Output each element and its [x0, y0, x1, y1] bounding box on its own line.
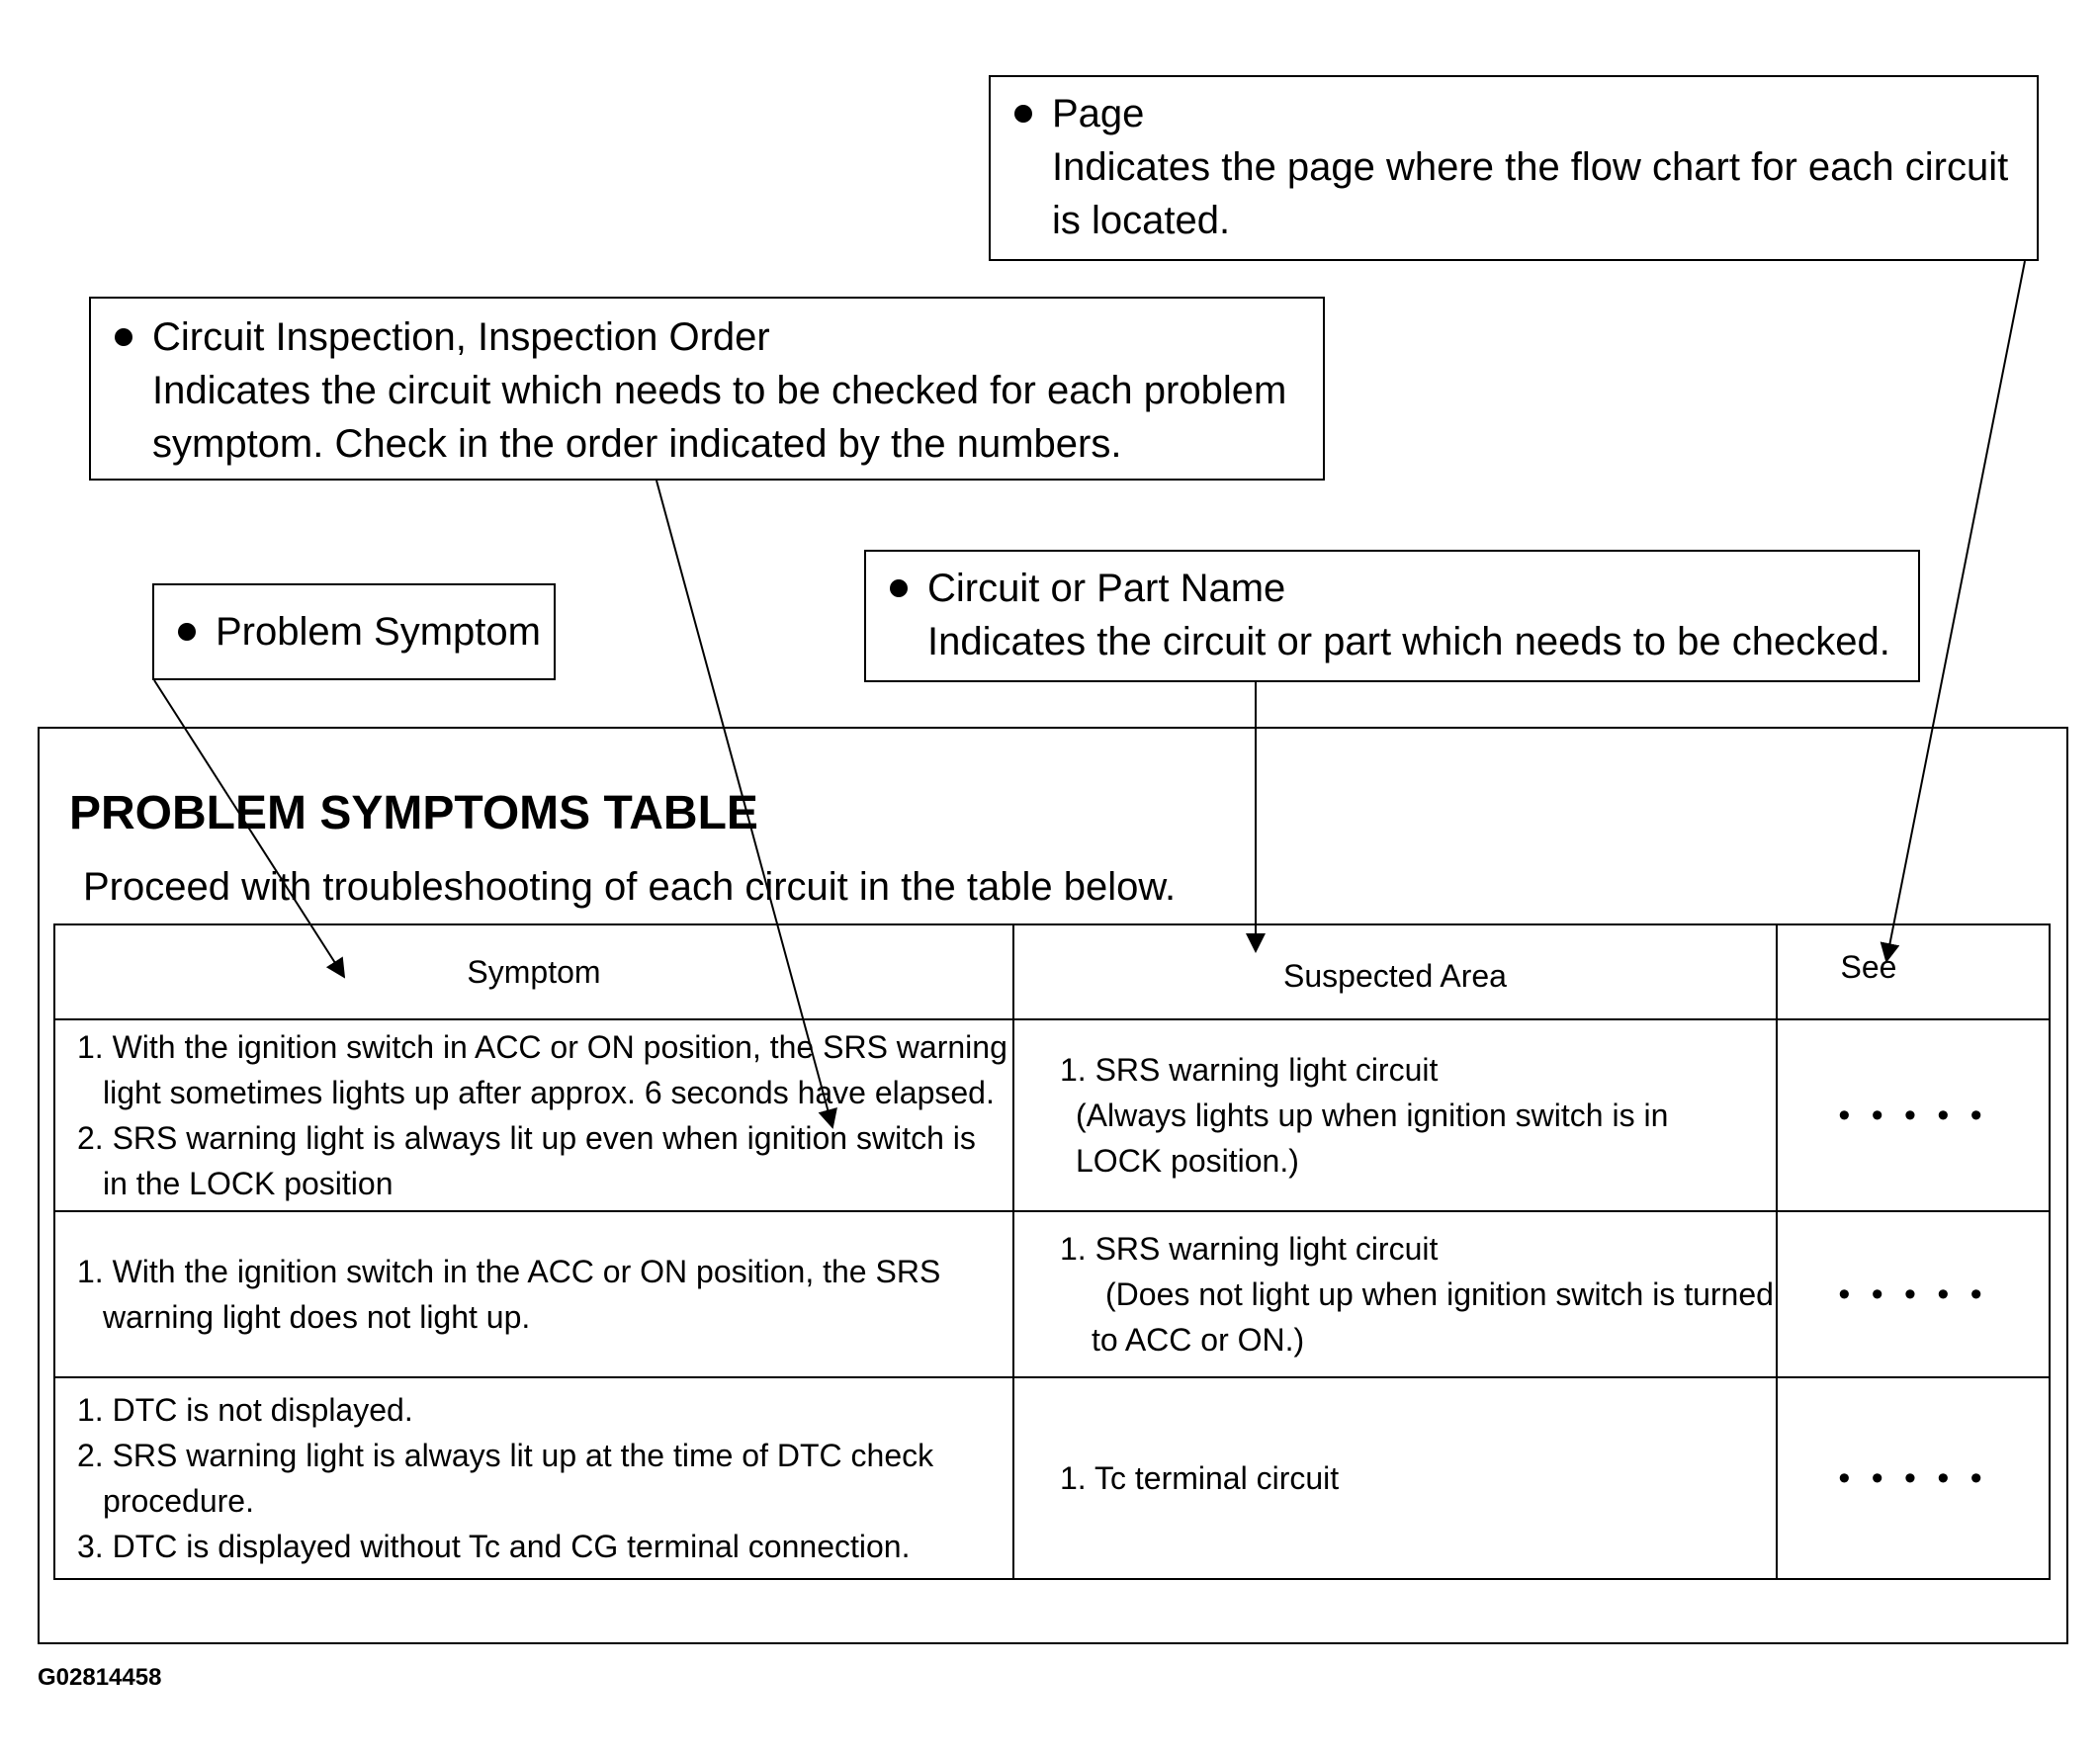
symptom-line: 1. DTC is not displayed.: [77, 1392, 413, 1428]
header-suspected-area: Suspected Area: [1012, 923, 1778, 1020]
callout-circuit-part-name-body: Indicates the circuit or part which need…: [866, 615, 1918, 668]
area-line: LOCK position.): [1076, 1143, 1299, 1179]
callout-circuit-inspection-body: Indicates the circuit which needs to be …: [91, 364, 1323, 471]
symptom-line: warning light does not light up.: [103, 1299, 531, 1335]
table-subtitle: Proceed with troubleshooting of each cir…: [83, 865, 1177, 909]
callout-page-line: is located.: [1052, 199, 1231, 242]
bullet-icon: [115, 328, 132, 346]
suspected-area-cell: 1. Tc terminal circuit: [1012, 1376, 1778, 1580]
callout-page-heading: Page: [991, 87, 2037, 140]
symptom-line: 1. With the ignition switch in ACC or ON…: [77, 1029, 1007, 1065]
area-line: 1. SRS warning light circuit: [1060, 1231, 1439, 1267]
table-frame: [38, 727, 2068, 1644]
header-see: See: [1776, 923, 2051, 1020]
symptom-cell: 1. With the ignition switch in the ACC o…: [53, 1210, 1014, 1378]
callout-problem-symptom-title: Problem Symptom: [216, 610, 541, 654]
callout-page: Page Indicates the page where the flow c…: [989, 75, 2039, 261]
callout-page-line: Indicates the page where the flow chart …: [1052, 145, 2009, 189]
symptom-line: 2. SRS warning light is always lit up at…: [77, 1438, 934, 1473]
callout-circuit-inspection-line: Indicates the circuit which needs to be …: [152, 369, 1287, 412]
table-row: 1. With the ignition switch in the ACC o…: [53, 1210, 2051, 1378]
bullet-icon: [178, 623, 196, 641]
callout-circuit-inspection-heading: Circuit Inspection, Inspection Order: [91, 310, 1323, 364]
symptom-line: in the LOCK position: [103, 1166, 394, 1201]
area-line: to ACC or ON.): [1092, 1322, 1305, 1358]
bullet-icon: [890, 579, 908, 597]
callout-circuit-inspection-title: Circuit Inspection, Inspection Order: [152, 315, 770, 359]
table-row: 1. DTC is not displayed. 2. SRS warning …: [53, 1376, 2051, 1580]
area-line: 1. Tc terminal circuit: [1060, 1460, 1340, 1496]
symptom-line: 1. With the ignition switch in the ACC o…: [77, 1254, 941, 1289]
see-cell: • • • • •: [1776, 1376, 2051, 1580]
area-line: (Does not light up when ignition switch …: [1105, 1276, 1774, 1312]
symptom-cell: 1. DTC is not displayed. 2. SRS warning …: [53, 1376, 1014, 1580]
callout-circuit-part-name-line: Indicates the circuit or part which need…: [927, 620, 1890, 663]
callout-circuit-inspection-line: symptom. Check in the order indicated by…: [152, 422, 1122, 466]
table-row: 1. With the ignition switch in ACC or ON…: [53, 1018, 2051, 1212]
callout-circuit-part-name: Circuit or Part Name Indicates the circu…: [864, 550, 1920, 682]
table-title: PROBLEM SYMPTOMS TABLE: [69, 787, 758, 839]
callout-circuit-part-name-title: Circuit or Part Name: [927, 567, 1286, 610]
callout-problem-symptom: Problem Symptom: [152, 583, 556, 680]
symptom-line: light sometimes lights up after approx. …: [103, 1075, 995, 1110]
area-line: 1. SRS warning light circuit: [1060, 1052, 1439, 1088]
figure-id: G02814458: [38, 1664, 162, 1691]
area-line: (Always lights up when ignition switch i…: [1076, 1098, 1669, 1133]
callout-page-title: Page: [1052, 92, 1145, 135]
see-cell: • • • • •: [1776, 1018, 2051, 1212]
callout-circuit-part-name-heading: Circuit or Part Name: [866, 562, 1918, 615]
table-header-row: Symptom Suspected Area See: [53, 923, 2051, 1020]
symptom-cell: 1. With the ignition switch in ACC or ON…: [53, 1018, 1014, 1212]
callout-circuit-inspection: Circuit Inspection, Inspection Order Ind…: [89, 297, 1325, 481]
header-symptom: Symptom: [53, 923, 1014, 1020]
bullet-icon: [1014, 105, 1032, 123]
problem-symptoms-table: Symptom Suspected Area See 1. With the i…: [53, 923, 2051, 1580]
symptom-line: 2. SRS warning light is always lit up ev…: [77, 1120, 976, 1156]
see-cell: • • • • •: [1776, 1210, 2051, 1378]
symptom-line: 3. DTC is displayed without Tc and CG te…: [77, 1529, 911, 1564]
callout-problem-symptom-heading: Problem Symptom: [154, 605, 554, 659]
suspected-area-cell: 1. SRS warning light circuit (Does not l…: [1012, 1210, 1778, 1378]
suspected-area-cell: 1. SRS warning light circuit (Always lig…: [1012, 1018, 1778, 1212]
symptom-line: procedure.: [103, 1483, 254, 1519]
callout-page-body: Indicates the page where the flow chart …: [991, 140, 2037, 247]
